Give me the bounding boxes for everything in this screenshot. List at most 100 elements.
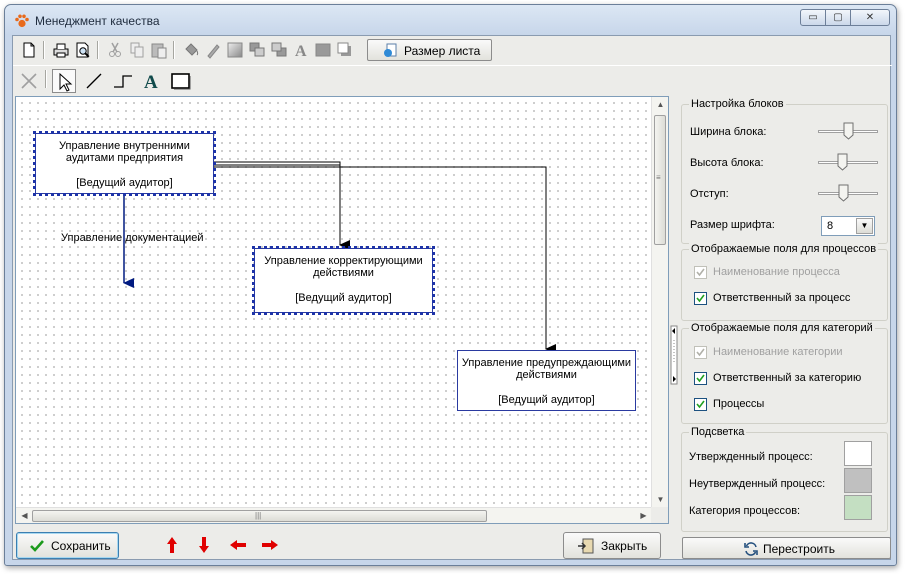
rectangle-icon[interactable] — [169, 69, 193, 93]
checkbox-label: Ответственный за процесс — [713, 292, 851, 304]
checkbox-processes[interactable] — [694, 398, 707, 411]
node-role: [Ведущий аудитор] — [498, 394, 595, 406]
delete-icon[interactable] — [17, 69, 41, 93]
font-size-value: 8 — [827, 220, 834, 232]
minimize-button[interactable]: ▭ — [800, 9, 826, 26]
new-document-icon[interactable] — [19, 40, 39, 60]
checkmark-icon — [696, 348, 705, 357]
checkbox-category-name[interactable] — [694, 346, 707, 359]
group-title: Настройка блоков — [689, 98, 786, 110]
documentation-label[interactable]: Управление документацией — [61, 232, 204, 244]
process-node-preventive-actions[interactable]: Управление предупреждающими действиями [… — [457, 350, 636, 411]
block-width-slider[interactable] — [818, 121, 878, 141]
close-window-button[interactable]: ✕ — [850, 9, 890, 26]
horizontal-scrollbar[interactable]: ◀ ||| ▶ — [16, 507, 652, 523]
client-area: A Размер листа — [12, 35, 892, 561]
text-icon[interactable]: A — [140, 69, 164, 93]
group-title: Отображаемые поля для процессов — [689, 243, 879, 255]
page-size-button[interactable]: Размер листа — [367, 39, 492, 61]
node-title: Управление внутренними аудитами предприя… — [59, 140, 190, 164]
chevron-down-icon[interactable]: ▼ — [856, 218, 873, 234]
slider-knob[interactable] — [837, 153, 848, 171]
fill-color-icon[interactable] — [181, 40, 201, 60]
connector-to-preventive[interactable] — [214, 166, 556, 354]
checkbox-category-owner[interactable] — [694, 372, 707, 385]
maximize-button[interactable]: ▢ — [825, 9, 851, 26]
refresh-icon — [744, 542, 758, 556]
process-category-label: Категория процессов: — [689, 505, 801, 517]
send-back-icon[interactable] — [269, 40, 289, 60]
panel-splitter[interactable] — [670, 96, 678, 561]
save-button[interactable]: Сохранить — [16, 532, 119, 559]
vertical-scroll-thumb[interactable]: ≡ — [654, 115, 666, 245]
diagram-connectors — [123, 161, 556, 354]
checkbox-process-name[interactable] — [694, 266, 707, 279]
copy-icon[interactable] — [127, 40, 147, 60]
checkbox-label: Процессы — [713, 398, 765, 410]
font-size-select[interactable]: 8 ▼ — [821, 216, 875, 236]
checkmark-icon — [696, 400, 705, 409]
rectangle-fill-icon[interactable] — [313, 40, 333, 60]
font-icon[interactable]: A — [291, 40, 311, 60]
pointer-icon[interactable] — [52, 69, 76, 93]
approved-process-label: Утвержденный процесс: — [689, 451, 813, 463]
connector-icon[interactable] — [111, 69, 135, 93]
arrow-down-icon[interactable] — [193, 534, 215, 556]
process-fields-group: Отображаемые поля для процессов Наименов… — [681, 243, 888, 321]
exit-door-icon — [578, 538, 594, 554]
slider-knob[interactable] — [843, 122, 854, 140]
indent-label: Отступ: — [690, 188, 729, 200]
arrow-up-icon[interactable] — [161, 534, 183, 556]
scroll-left-arrow[interactable]: ◀ — [21, 511, 28, 520]
connector-to-corrective[interactable] — [214, 161, 350, 250]
cut-icon[interactable] — [105, 40, 125, 60]
rebuild-label: Перестроить — [763, 542, 835, 556]
category-fields-group: Отображаемые поля для категорий Наименов… — [681, 322, 888, 424]
process-node-internal-audits[interactable]: Управление внутренними аудитами предприя… — [33, 131, 216, 196]
block-height-label: Высота блока: — [690, 157, 764, 169]
unapproved-color-swatch[interactable] — [844, 468, 872, 493]
toolbar-separator — [97, 41, 99, 59]
print-preview-icon[interactable] — [73, 40, 93, 60]
diagram-canvas[interactable]: Управление внутренними аудитами предприя… — [16, 97, 652, 508]
scroll-down-arrow[interactable]: ▼ — [656, 495, 665, 504]
toolbar-separator — [43, 41, 45, 59]
arrow-right-icon[interactable] — [259, 534, 281, 556]
approved-color-swatch[interactable] — [844, 441, 872, 466]
checkbox-label: Ответственный за категорию — [713, 372, 862, 384]
print-icon[interactable] — [51, 40, 71, 60]
block-height-slider[interactable] — [818, 152, 878, 172]
node-role: [Ведущий аудитор] — [76, 177, 173, 189]
svg-text:A: A — [144, 72, 158, 93]
process-node-corrective-actions[interactable]: Управление корректирующими действиями [В… — [252, 246, 435, 315]
rebuild-button[interactable]: Перестроить — [682, 537, 891, 559]
node-title: Управление предупреждающими действиями — [461, 357, 632, 381]
shadow-icon[interactable] — [335, 40, 355, 60]
drawing-toolbar: A — [13, 65, 892, 94]
paste-icon[interactable] — [149, 40, 169, 60]
node-role: [Ведущий аудитор] — [295, 292, 392, 304]
checkmark-icon — [696, 294, 705, 303]
scroll-up-arrow[interactable]: ▲ — [656, 100, 665, 109]
bring-front-icon[interactable] — [247, 40, 267, 60]
scroll-corner — [651, 507, 668, 523]
line-icon[interactable] — [82, 69, 106, 93]
slider-knob[interactable] — [838, 184, 849, 202]
checkbox-label: Наименование категории — [713, 346, 843, 358]
arrow-left-icon[interactable] — [227, 534, 249, 556]
block-width-label: Ширина блока: — [690, 126, 767, 138]
line-color-icon[interactable] — [203, 40, 223, 60]
toolbar-separator — [45, 70, 47, 88]
vertical-scrollbar[interactable]: ▲ ≡ ▼ — [651, 97, 668, 508]
checkmark-icon — [696, 374, 705, 383]
title-bar[interactable]: Менеджмент качества ▭ ▢ ✕ — [5, 5, 896, 35]
indent-slider[interactable] — [818, 183, 878, 203]
close-button[interactable]: Закрыть — [563, 532, 661, 559]
scroll-right-arrow[interactable]: ▶ — [640, 511, 647, 520]
highlight-group: Подсветка Утвержденный процесс: Неутверж… — [681, 426, 888, 532]
category-color-swatch[interactable] — [844, 495, 872, 520]
gradient-icon[interactable] — [225, 40, 245, 60]
horizontal-scroll-thumb[interactable]: ||| — [32, 510, 487, 522]
checkbox-process-owner[interactable] — [694, 292, 707, 305]
diagram-canvas-frame: Управление внутренними аудитами предприя… — [15, 96, 669, 524]
